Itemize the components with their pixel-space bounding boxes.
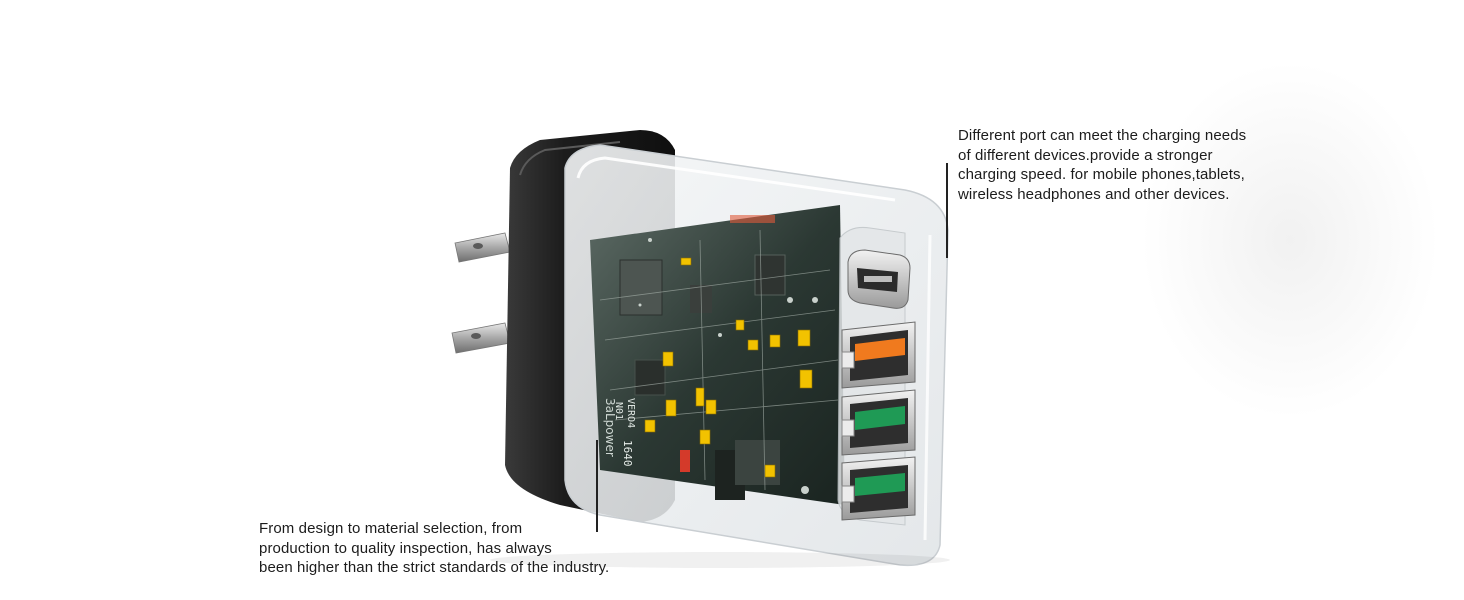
usb-a-port-orange	[841, 321, 916, 389]
callout-top-leader-line	[946, 163, 948, 258]
background-glow	[1140, 60, 1440, 420]
callout-bottom-line-1: From design to material selection, from	[259, 520, 523, 537]
usb-a-port-green-2	[841, 456, 916, 521]
board-model-prefix: N01	[613, 402, 624, 420]
callout-bottom-line-3: been higher than the strict standards of…	[259, 559, 610, 576]
drop-shadow	[490, 552, 950, 568]
callout-top-line-4: wireless headphones and other devices.	[958, 185, 1230, 203]
callout-top-line-1: Different port can meet the charging nee…	[958, 127, 1247, 144]
board-brand: 3aLpower	[603, 398, 617, 457]
callout-ports-description: Different port can meet the charging nee…	[958, 126, 1298, 204]
usb-c-port	[847, 249, 911, 309]
callout-bottom-leader-line	[596, 440, 598, 532]
board-model: VERO4	[625, 398, 636, 428]
callout-top-line-3: charging speed. for mobile phones,tablet…	[958, 166, 1245, 183]
callout-quality-description: From design to material selection, from …	[259, 519, 639, 578]
callout-bottom-line-2: production to quality inspection, has al…	[259, 539, 552, 557]
circuit-board: N01 VERO4 3aLpower 1640	[590, 205, 845, 505]
usb-a-port-green-1	[841, 389, 916, 456]
callout-top-line-2: of different devices.provide a stronger	[958, 146, 1213, 164]
plug-prongs	[451, 232, 511, 354]
board-batch: 1640	[621, 440, 634, 467]
